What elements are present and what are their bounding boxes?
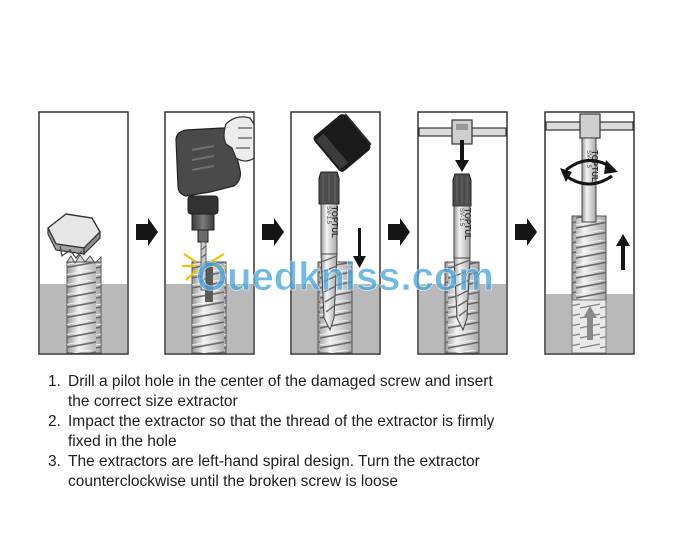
screw-extractor: TOPTUL SV-1.5 <box>581 137 599 223</box>
extraction-steps-diagram: TOPTUL SV-1.5 TO <box>38 111 635 355</box>
panel-step-4: TOPTUL SV-1.5 <box>417 111 508 355</box>
instruction-text: Impact the extractor so that the thread … <box>68 413 495 430</box>
drilling-sparks <box>182 253 227 281</box>
watermark: Ouedkniss.com <box>196 255 494 300</box>
extractor-size-label: SV-1.5 <box>325 206 331 225</box>
panel-step-1 <box>38 111 129 355</box>
panel-step-2 <box>164 111 255 355</box>
broken-screw-head <box>47 213 101 259</box>
arrow-down-icon <box>455 140 469 172</box>
tap-wrench <box>418 119 507 145</box>
instruction-number: 1. <box>48 373 61 390</box>
loosened-screw <box>571 215 607 301</box>
flow-arrow-2 <box>262 218 284 246</box>
extractor-size-label: SV-1.5 <box>458 208 464 227</box>
instruction-text-continued: counterclockwise until the broken screw … <box>68 473 398 490</box>
screw-extractor: TOPTUL SV-1.5 <box>452 173 472 332</box>
flow-arrow-3 <box>388 218 410 246</box>
arrow-down-icon <box>353 228 366 268</box>
screw-body <box>191 261 227 354</box>
panel-step-5: TOPTUL SV-1.5 <box>544 111 635 355</box>
flow-arrow-4 <box>515 218 537 246</box>
watermark-text: Ouedkniss.com <box>196 255 494 299</box>
instruction-number: 3. <box>48 453 61 470</box>
extractor-brand-label: TOPTUL <box>463 208 472 240</box>
instruction-text-continued: the correct size extractor <box>68 393 238 410</box>
instruction-list: 1. Drill a pilot hole in the center of th… <box>48 372 648 492</box>
extractor-brand-label: TOPTUL <box>590 150 599 182</box>
arrow-up-icon <box>616 234 630 270</box>
hammer-icon <box>313 113 372 172</box>
panel-step-3: TOPTUL SV-1.5 <box>290 111 381 355</box>
screw-extractor: TOPTUL SV-1.5 <box>318 171 340 332</box>
extractor-brand-label: TOPTUL <box>330 206 339 238</box>
instruction-text: Drill a pilot hole in the center of the … <box>68 373 493 390</box>
arrow-up-icon <box>583 306 597 340</box>
instruction-item: 2. Impact the extractor so that the threa… <box>48 412 648 452</box>
counterclockwise-rotation-icon <box>560 159 618 186</box>
power-drill <box>175 127 241 243</box>
broken-screw-stub <box>66 254 102 354</box>
instruction-text: The extractors are left-hand spiral desi… <box>68 453 480 470</box>
instruction-number: 2. <box>48 413 61 430</box>
hand-icon <box>223 116 255 162</box>
instruction-text-continued: fixed in the hole <box>68 433 177 450</box>
instruction-item: 3. The extractors are left-hand spiral de… <box>48 452 648 492</box>
flow-arrow-1 <box>136 218 158 246</box>
drill-bit <box>200 241 207 291</box>
instruction-item: 1. Drill a pilot hole in the center of th… <box>48 372 648 412</box>
